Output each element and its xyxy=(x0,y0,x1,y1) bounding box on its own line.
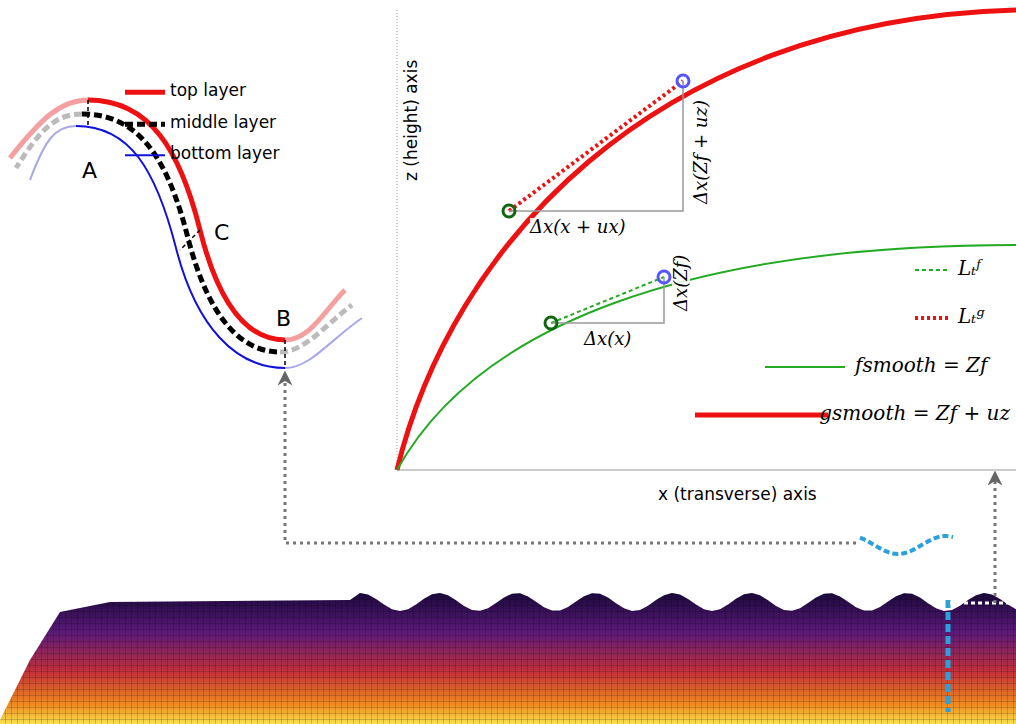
legend-sample xyxy=(765,366,845,368)
legend-text: gsmooth = Zf + uz xyxy=(819,403,1010,423)
plot xyxy=(397,10,1016,470)
math-label: Δx(Zf) xyxy=(672,255,690,311)
legend-text: Lₜᶠ xyxy=(958,258,981,278)
legend-sample xyxy=(125,154,165,156)
legend-sample xyxy=(695,413,828,418)
legend-text: Lₜᵍ xyxy=(958,306,984,326)
mesh-surface xyxy=(0,593,1016,724)
axis-label: x (transverse) axis xyxy=(658,486,817,503)
point-label: B xyxy=(276,308,291,330)
point-label: A xyxy=(82,160,97,182)
legend-text: bottom layer xyxy=(170,145,280,162)
math-label: Δx(x + ux) xyxy=(530,218,626,236)
legend-sample xyxy=(125,122,165,127)
point-label: C xyxy=(214,222,229,244)
legend-sample xyxy=(915,269,948,271)
legend-text: fsmooth = Zf xyxy=(855,355,987,375)
math-label: Δx(x) xyxy=(584,330,631,348)
axis-label: z (height) axis xyxy=(403,60,420,181)
pointer-lines xyxy=(285,378,1014,712)
legend-text: middle layer xyxy=(170,114,276,131)
layer-wave xyxy=(10,100,362,368)
legend-text: top layer xyxy=(170,82,246,99)
math-label: Δx(Zf + uz) xyxy=(692,100,710,204)
legend-sample xyxy=(125,90,165,95)
legend-sample xyxy=(915,316,948,320)
